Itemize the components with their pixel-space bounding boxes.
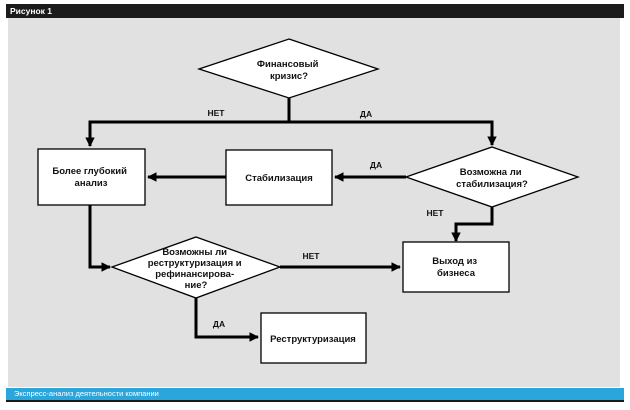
node-stabilization-possible-line-1: Возможна ли xyxy=(460,167,522,178)
figure-header-bar xyxy=(6,4,624,18)
node-financial-crisis-line-1: Финансовый xyxy=(257,59,319,70)
svg-text:Выход из бизнеса: Выход из бизнеса xyxy=(432,256,480,279)
svg-text:Финансовый кризис?: Финансовый кризис? xyxy=(257,59,321,82)
edge-label-crisis-yes: ДА xyxy=(360,109,372,119)
node-restructuring-possible-line-4: ние? xyxy=(185,280,208,291)
svg-text:Более глубокий анализ: Более глубокий анализ xyxy=(52,166,129,189)
figure-caption: Экспресс-анализ деятельности компании xyxy=(14,389,159,398)
edge-label-restr-no: НЕТ xyxy=(303,251,321,261)
edge-label-stab-yes: ДА xyxy=(370,160,382,170)
edge-label-restr-yes: ДА xyxy=(213,319,225,329)
edges xyxy=(85,98,497,342)
edge-analysis-to-restructuring-decision xyxy=(88,205,111,272)
process-restructuring: Реструктуризация xyxy=(260,312,367,364)
node-restructuring-possible-line-3: рефинансирова- xyxy=(155,269,234,280)
svg-text:Возможна ли стабилизац: Возможна ли стабилизация? xyxy=(456,167,528,190)
edge-restr-yes xyxy=(194,298,259,342)
process-stabilization: Стабилизация xyxy=(225,149,333,206)
figure-footer-bar xyxy=(6,388,624,402)
edge-stab-no xyxy=(451,207,494,242)
edge-label-stab-no: НЕТ xyxy=(427,208,445,218)
node-stabilization-possible-line-2: стабилизация? xyxy=(456,179,528,190)
svg-text:Стабилизация: Стабилизация xyxy=(245,173,312,184)
node-restructuring-possible-line-1: Возможны ли xyxy=(162,247,227,258)
node-stabilization-line-1: Стабилизация xyxy=(245,173,312,184)
process-business-exit: Выход из бизнеса xyxy=(402,241,510,293)
node-restructuring-possible-line-2: реструктуризация и xyxy=(148,258,242,269)
node-business-exit-line-2: бизнеса xyxy=(437,268,476,279)
figure-label: Рисунок 1 xyxy=(10,6,53,16)
svg-text:Реструктуризация: Реструктуризация xyxy=(270,334,356,345)
node-deeper-analysis-line-2: анализ xyxy=(75,178,108,189)
edge-crisis-no xyxy=(85,120,289,147)
node-business-exit-line-1: Выход из xyxy=(432,256,477,267)
edge-crisis-yes xyxy=(289,120,497,146)
node-deeper-analysis-line-1: Более глубокий xyxy=(52,166,127,177)
node-financial-crisis-line-2: кризис? xyxy=(270,71,308,82)
flowchart: НЕТ ДА ДА НЕТ НЕТ ДА Финансовый кризис? … xyxy=(37,38,580,364)
node-restructuring-line-1: Реструктуризация xyxy=(270,334,356,345)
process-deeper-analysis: Более глубокий анализ xyxy=(37,148,146,206)
decision-financial-crisis: Финансовый кризис? xyxy=(196,38,381,99)
svg-text:Возможны ли реструктур: Возможны ли реструктуризация и рефинанси… xyxy=(148,247,245,291)
decision-restructuring-possible: Возможны ли реструктуризация и рефинанси… xyxy=(110,236,282,299)
decision-stabilization-possible: Возможна ли стабилизация? xyxy=(404,146,580,208)
edge-label-crisis-no: НЕТ xyxy=(208,108,226,118)
